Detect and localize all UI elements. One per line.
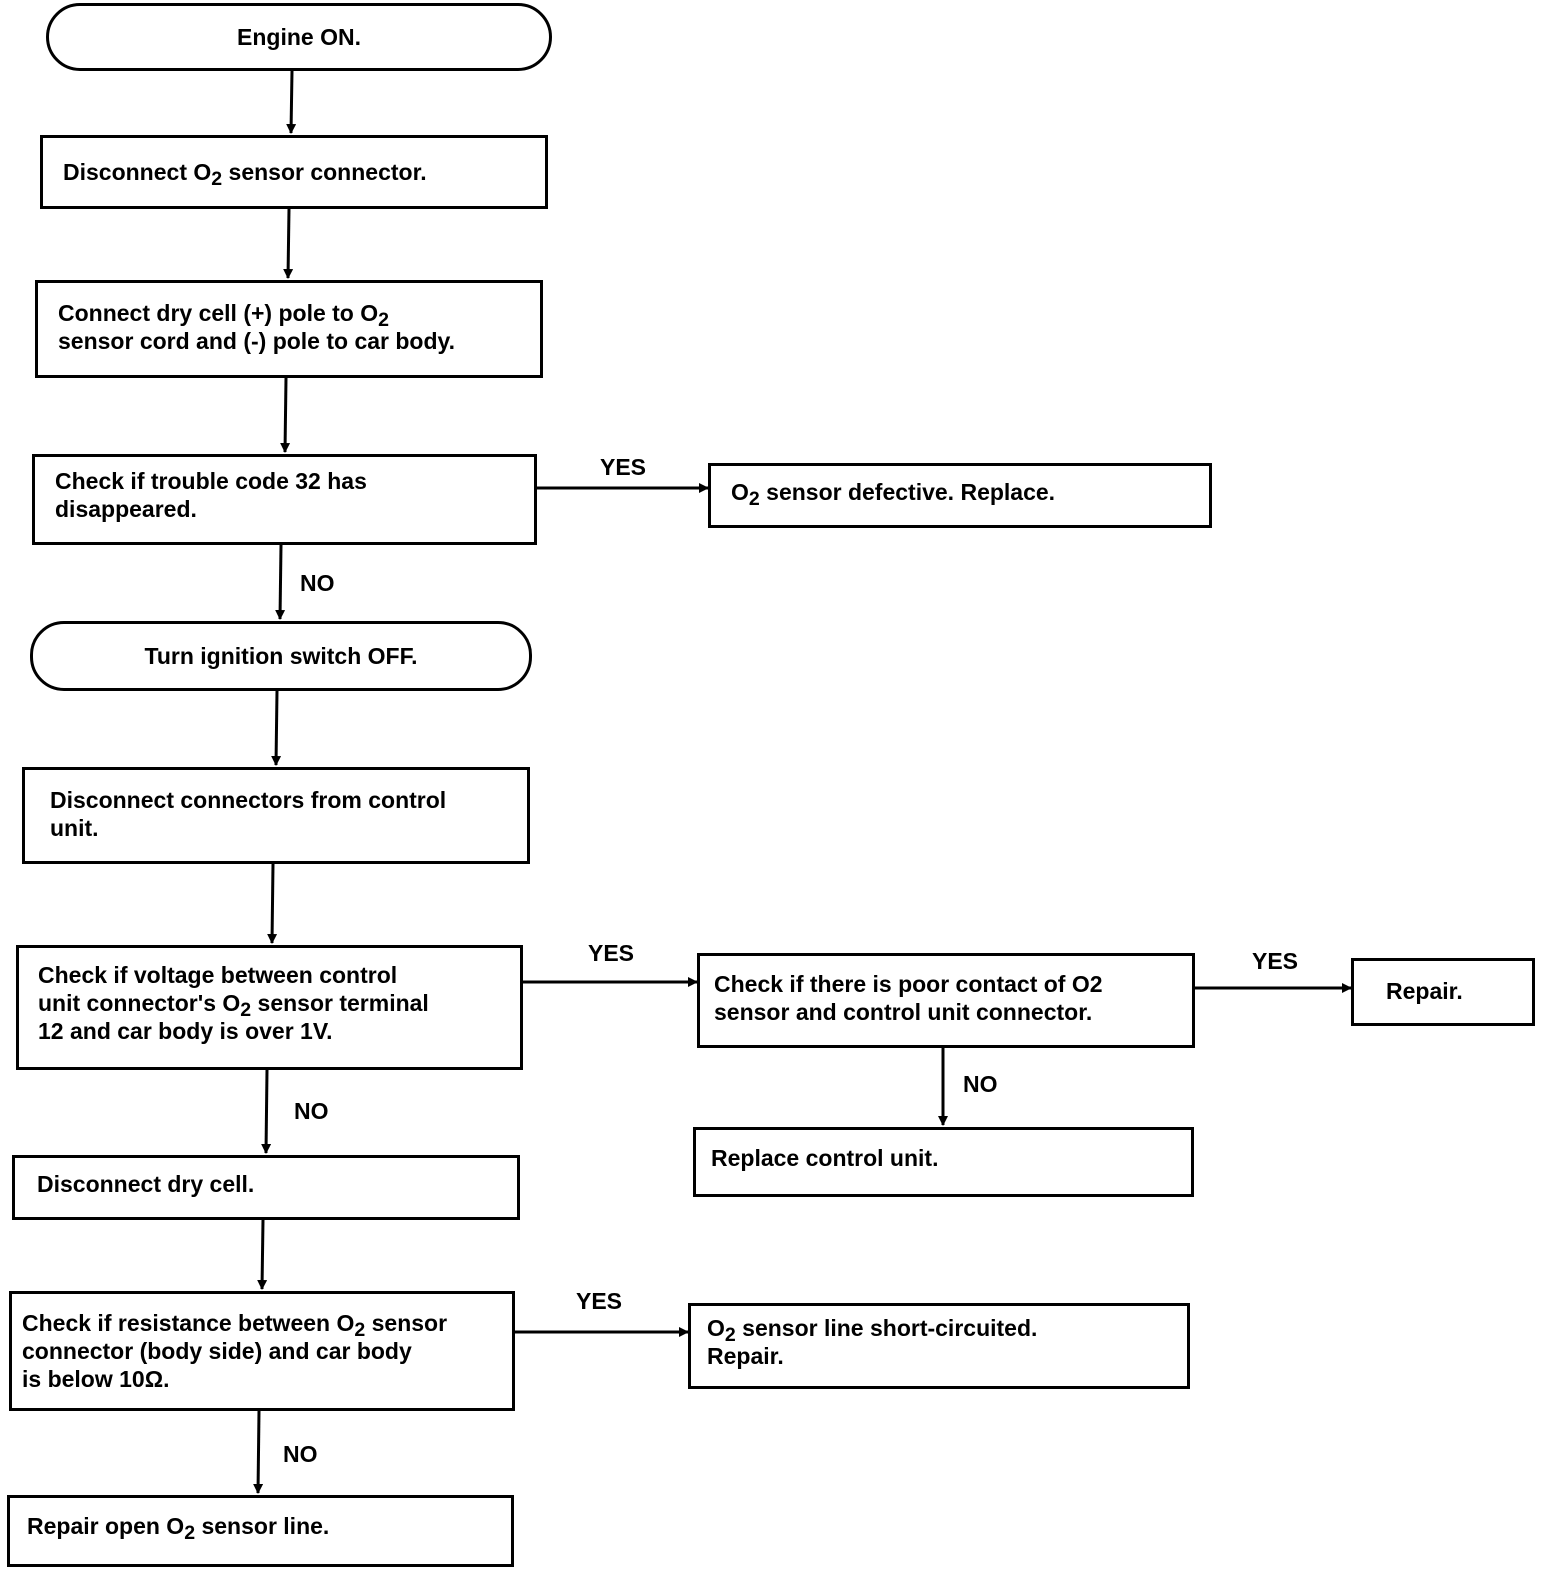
node-disconnect-o2-connector: Disconnect O2 sensor connector. [40,135,548,209]
label-yes-voltage: YES [588,940,635,966]
arrow-disconnect-ctrl-to-voltage [267,863,278,944]
node-replace-control-unit: Replace control unit. [693,1127,1194,1197]
label-no-resistance: NO [283,1441,318,1467]
node-check-voltage: Check if voltage between control unit co… [16,945,523,1070]
arrow-disconnect-to-connect [283,208,294,279]
node-check-code-32: Check if trouble code 32 has disappeared… [32,454,537,545]
node-engine-on: Engine ON. [46,3,552,71]
node-repair: Repair. [1351,958,1535,1026]
label-yes-contact: YES [1252,948,1299,974]
label-no-code32: NO [300,570,335,596]
arrow-connect-to-check32 [280,377,291,453]
node-disconnect-control-unit: Disconnect connectors from control unit. [22,767,530,864]
label-yes-resistance: YES [576,1288,623,1314]
node-check-resistance: Check if resistance between O2 sensor co… [9,1291,515,1411]
label-no-voltage: NO [294,1098,329,1124]
arrow-engine-to-disconnect [286,70,297,134]
node-short-circuited: O2 sensor line short-circuited. Repair. [688,1303,1190,1389]
arrow-voltage-no [261,1069,272,1154]
node-check-poor-contact: Check if there is poor contact of O2 sen… [697,953,1195,1048]
node-ignition-off: Turn ignition switch OFF. [30,621,532,691]
node-connect-dry-cell: Connect dry cell (+) pole to O2 sensor c… [35,280,543,378]
arrow-cell-to-resistance [257,1219,268,1290]
node-disconnect-dry-cell: Disconnect dry cell. [12,1155,520,1220]
label-no-contact: NO [963,1071,998,1097]
arrow-ignition-to-disconnect-ctrl [271,690,282,766]
node-o2-sensor-defective: O2 sensor defective. Replace. [708,463,1212,528]
arrow-resistance-no [253,1410,264,1494]
arrow-check32-no [275,544,286,620]
label-yes-code32: YES [600,454,647,480]
node-repair-open-line: Repair open O2 sensor line. [7,1495,514,1567]
node-text: Engine ON. [237,24,361,50]
